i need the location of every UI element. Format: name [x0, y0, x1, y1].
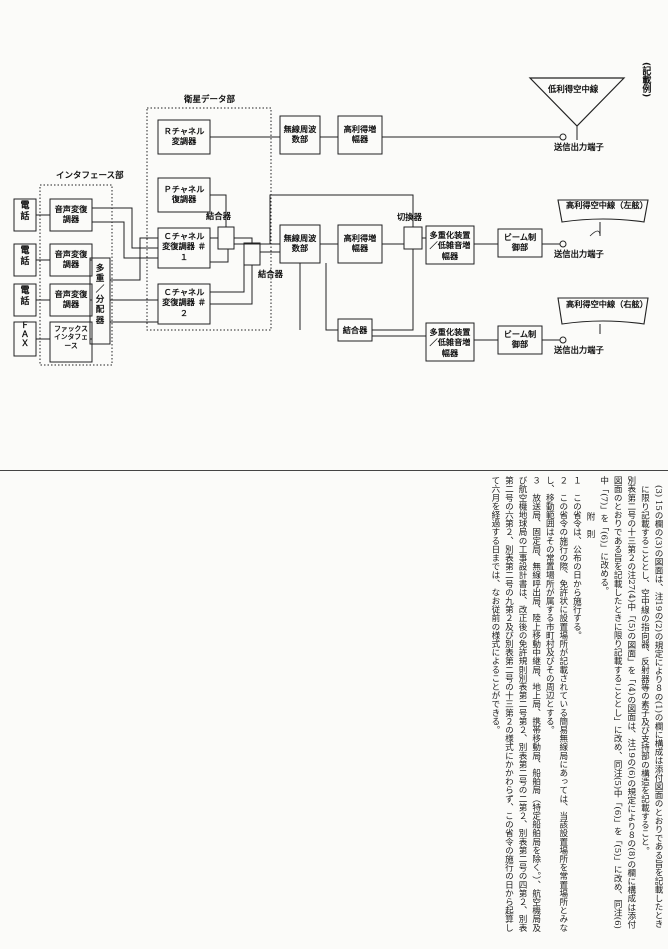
supplementary-1: １ この省令は、公布の日から施行する。 — [571, 476, 582, 640]
r-channel-label: Ｒチャネル変調器 — [163, 126, 205, 147]
hpa-box-1 — [337, 115, 383, 155]
high-gain-right-label: 高利得空中線（右舷） — [566, 299, 648, 309]
switch-label: 切換器 — [397, 212, 422, 222]
coupler-label-2: 結合器 — [258, 269, 283, 279]
coupler-label-3: 結合器 — [342, 325, 368, 335]
radio-freq-box-1 — [279, 115, 321, 155]
voice-codec-label-2: 音声変復調器 — [54, 249, 88, 270]
phone-label-3: 電話 — [20, 286, 30, 308]
interface-group-label: インタフェース部 — [56, 171, 124, 181]
phone-label-2: 電話 — [20, 246, 30, 268]
fax-interface-box — [49, 321, 93, 363]
regulation-text-column: (3) 15の欄の(3)の図面は、注19の(2)の規定により８の(1)の欄に構成… — [487, 476, 664, 932]
p-channel-label: Ｐチャネル復調器 — [163, 184, 205, 205]
supplementary-3: ３ 放送局、固定局、無線呼出局、陸上移動中継局、地上局、携帯移動局、船舶局（特定… — [489, 476, 541, 932]
low-gain-antenna — [528, 77, 626, 127]
fax-label: ＦＡＸ — [20, 321, 30, 349]
interface-group-frame — [39, 184, 113, 366]
paragraph-amend: 別表第二号の十三第２の注27(4)中「(5)の図面」を「(4)の図面は、注19の… — [598, 476, 636, 929]
radio-freq-label-2: 無線周波数部 — [283, 233, 317, 254]
high-gain-left-label: 高利得空中線（左舷） — [566, 200, 648, 210]
supplementary-2: ２ この省令の施行の際、免許状に設置場所が記載されている簡易無線局にあっては、当… — [544, 476, 568, 932]
multiplexer-label: 多重／分配器 — [95, 264, 105, 326]
coupler-box-1 — [217, 226, 235, 250]
low-gain-antenna-label: 低利得空中線 — [548, 84, 599, 94]
coupler-box-2 — [243, 242, 261, 266]
satellite-group-label: 衛星データ部 — [184, 95, 236, 105]
section-divider — [0, 470, 668, 471]
c-channel-2-label: Ｃチャネル変復調器 ＃２ — [162, 287, 206, 318]
mux-lna-label-2: 多重化装置／低雑音増幅器 — [429, 327, 471, 358]
hpa-label-2: 高利得増幅器 — [343, 233, 377, 254]
coupler-label-1: 結合器 — [206, 211, 231, 221]
hpa-label-1: 高利得増幅器 — [343, 124, 377, 145]
beam-control-box-1 — [497, 228, 543, 258]
beam-control-label-1: ビーム制御部 — [503, 232, 537, 253]
multiplexer-box — [89, 257, 111, 345]
voice-codec-label-1: 音声変復調器 — [54, 204, 88, 225]
tx-terminal-label-1: 送信出力端子 — [554, 142, 604, 152]
beam-control-label-2: ビーム制御部 — [503, 329, 537, 350]
regulation-text: (3) 15の欄の(3)の図面は、注19の(2)の規定により８の(1)の欄に構成… — [400, 476, 664, 932]
block-diagram — [13, 77, 649, 366]
c-channel-1-label: Ｃチャネル変復調器 ＃１ — [162, 231, 206, 262]
high-gain-right-antenna — [557, 297, 649, 325]
high-gain-left-antenna — [557, 199, 649, 223]
mux-lna-label-1: 多重化装置／低雑音増幅器 — [429, 230, 471, 261]
tx-terminal-label-3: 送信出力端子 — [554, 345, 604, 355]
mux-lna-box-2 — [425, 322, 475, 362]
phone-label-1: 電話 — [20, 201, 30, 223]
supplementary-heading: 附 則 — [585, 512, 596, 538]
satellite-group-frame — [146, 107, 272, 331]
fax-interface-label: ファックスインタフェース — [54, 325, 88, 350]
voice-codec-label-3: 音声変復調器 — [54, 289, 88, 310]
radio-freq-label-1: 無線周波数部 — [283, 124, 317, 145]
note-label: (記載例) — [640, 62, 651, 98]
mux-lna-box-1 — [425, 225, 475, 265]
tx-terminal-label-2: 送信出力端子 — [554, 249, 604, 259]
paragraph-3: (3) 15の欄の(3)の図面は、注19の(2)の規定により８の(1)の欄に構成… — [639, 484, 663, 928]
switch-box — [403, 226, 423, 250]
